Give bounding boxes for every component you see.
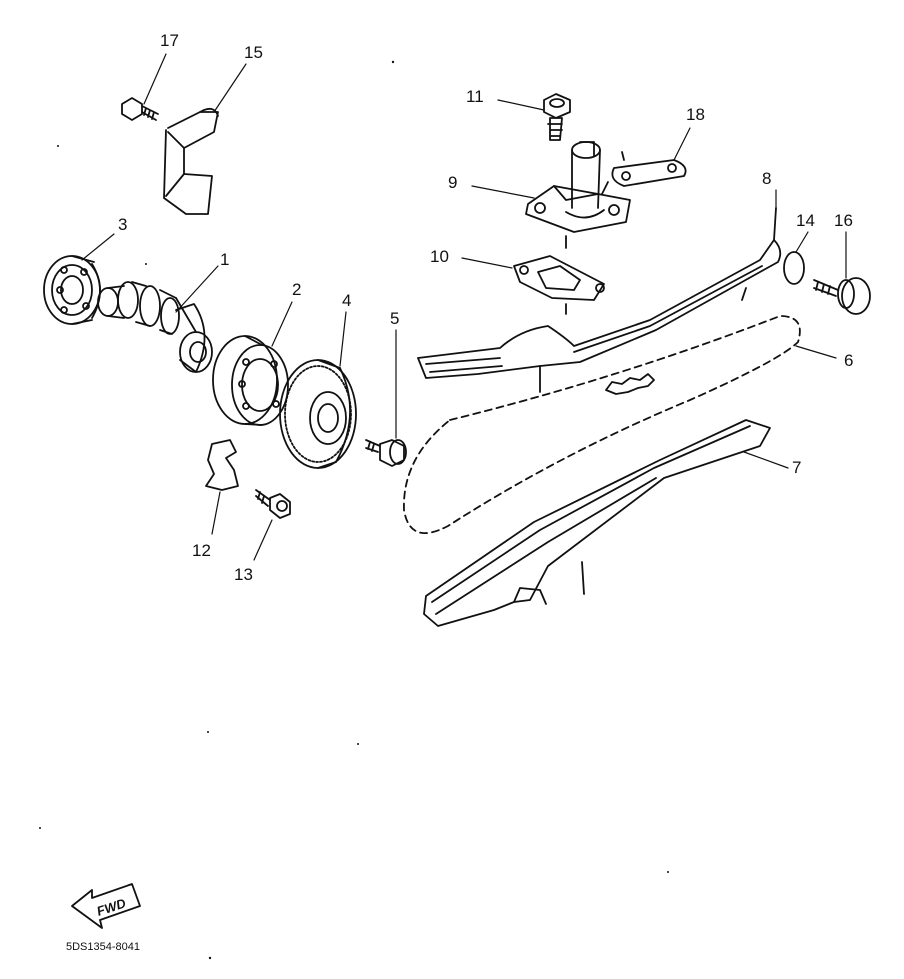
callout-18: 18 xyxy=(686,105,705,124)
lock-washer-12 xyxy=(205,439,239,491)
gasket-10 xyxy=(513,235,605,315)
callout-4: 4 xyxy=(342,291,351,310)
callout-15: 15 xyxy=(244,43,263,62)
bolt-17 xyxy=(121,97,159,121)
bracket-15 xyxy=(163,107,219,215)
bolt-16 xyxy=(813,277,871,315)
callout-2: 2 xyxy=(292,280,301,299)
part-code: 5DS1354-8041 xyxy=(66,941,140,953)
chain-guide-8 xyxy=(417,207,782,393)
callout-5: 5 xyxy=(390,309,399,328)
callout-3: 3 xyxy=(118,215,127,234)
fwd-arrow-icon: FWD xyxy=(71,883,141,929)
camshaft-1 xyxy=(97,281,213,373)
bolt-11 xyxy=(543,93,571,141)
callout-11: 11 xyxy=(466,87,484,106)
bolt-5 xyxy=(365,439,407,467)
callout-8: 8 xyxy=(762,169,771,188)
callout-7: 7 xyxy=(792,458,801,477)
cam-chain-6 xyxy=(403,315,801,535)
bolt-13 xyxy=(255,489,291,519)
bearing-3 xyxy=(43,255,101,325)
callout-17: 17 xyxy=(160,31,179,50)
sprocket-4 xyxy=(279,359,357,469)
callout-14: 14 xyxy=(796,211,815,230)
callouts: 17 15 3 1 2 4 5 6 7 8 9 10 11 12 13 14 1… xyxy=(118,31,853,584)
callout-1: 1 xyxy=(220,250,229,269)
scan-specks xyxy=(39,60,669,960)
callout-12: 12 xyxy=(192,541,211,560)
callout-13: 13 xyxy=(234,565,253,584)
tensioner-9 xyxy=(525,141,631,233)
callout-16: 16 xyxy=(834,211,853,230)
callout-6: 6 xyxy=(844,351,853,370)
callout-9: 9 xyxy=(448,173,457,192)
gasket-18 xyxy=(601,151,687,195)
leader-lines xyxy=(81,53,847,561)
chain-guide-7 xyxy=(423,419,771,627)
callout-10: 10 xyxy=(430,247,449,266)
bearing-2 xyxy=(212,335,289,426)
o-ring-14 xyxy=(783,251,805,285)
